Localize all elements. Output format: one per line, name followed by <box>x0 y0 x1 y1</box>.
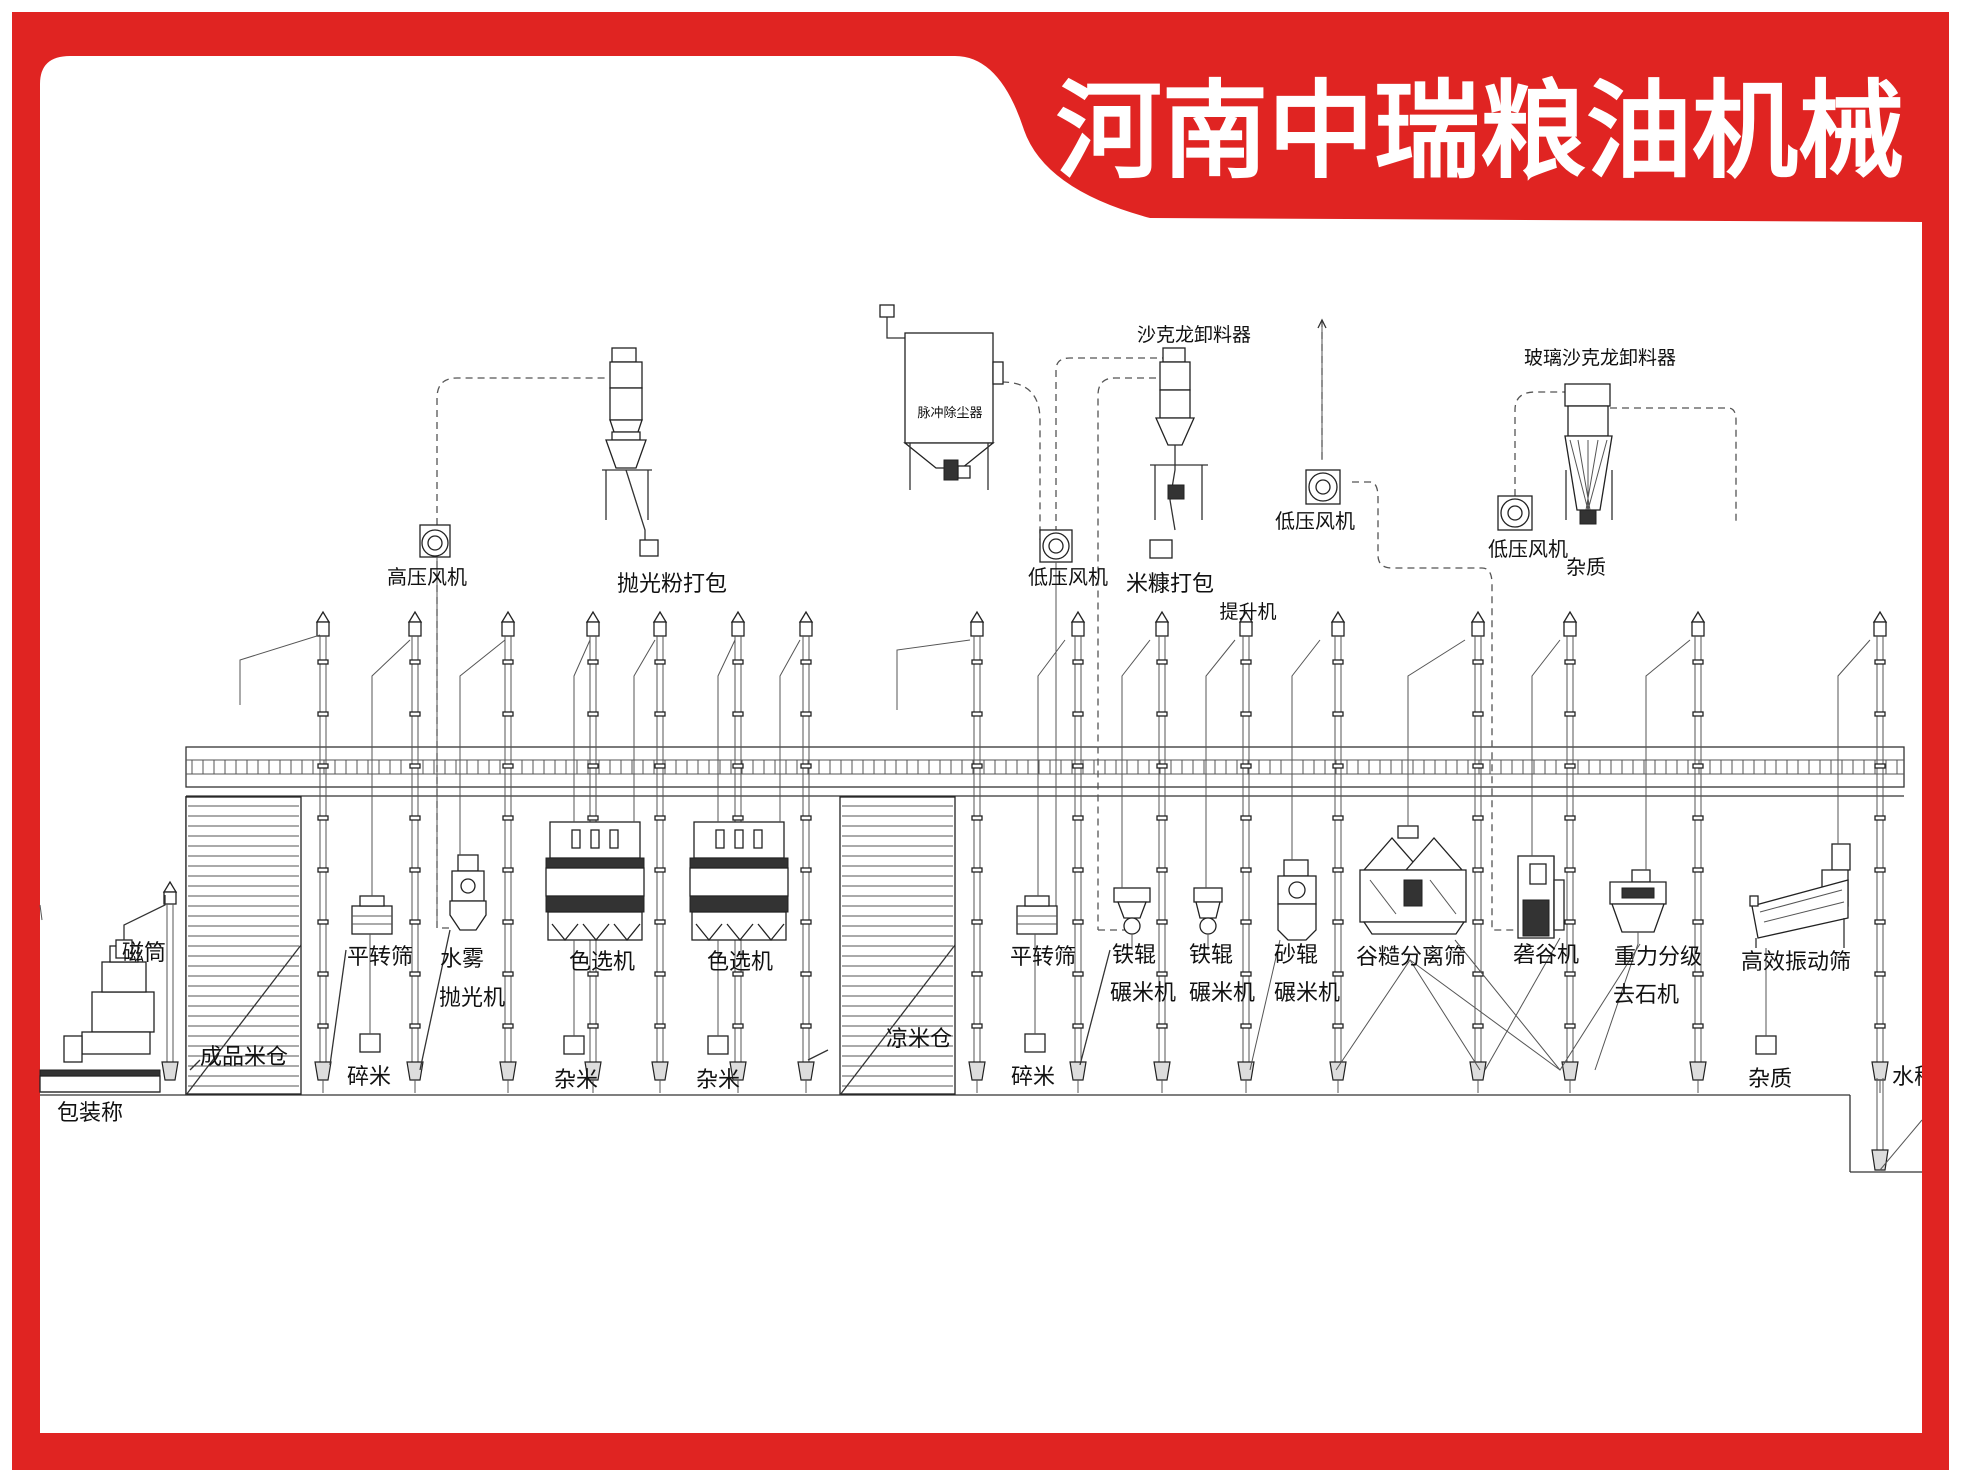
vibrating-screen-icon <box>1751 879 1849 939</box>
label-low-pressure-fan-3: 低压风机 <box>1488 537 1568 561</box>
glass-cyclone <box>1564 383 1613 525</box>
label-destoner: 去石机 <box>1613 983 1679 1008</box>
label-broken-rice-1: 碎米 <box>347 1065 391 1090</box>
label-whitener-3: 碾米机 <box>1274 981 1340 1006</box>
label-rotary-sifter-1: 平转筛 <box>347 945 413 970</box>
label-iron-roller-2: 铁辊 <box>1189 943 1233 968</box>
label-dust-collector: 脉冲除尘器 <box>917 406 982 421</box>
rotary-sifter-icon <box>351 905 393 935</box>
label-whitener-1: 碾米机 <box>1110 981 1176 1006</box>
silo-cooling-rice <box>839 796 956 1096</box>
label-high-pressure-fan: 高压风机 <box>387 565 467 589</box>
rotary-sifter-icon <box>1016 905 1058 935</box>
cyclone-rice-bran <box>1149 347 1208 559</box>
packing-scale-icon <box>91 991 155 1033</box>
rice-huller <box>1517 855 1565 939</box>
packing-scale <box>39 904 161 1093</box>
frame-border <box>12 12 1949 1470</box>
label-packing-scale: 包装称 <box>57 1101 123 1126</box>
gravity-destoner <box>1609 869 1667 944</box>
sand-roller-whitener <box>1277 859 1317 941</box>
bucket-elevator-icon <box>1871 610 1889 1093</box>
label-impurity-rice-1: 杂米 <box>554 1068 598 1093</box>
pulse-dust-collector-icon <box>904 332 994 444</box>
brand-title: 河南中瑞粮油机械 <box>1056 70 1904 193</box>
label-whitener-2: 碾米机 <box>1189 981 1255 1006</box>
low-pressure-fan-1 <box>1039 529 1073 930</box>
bucket-elevators <box>161 610 1889 1171</box>
low-pressure-fan-2 <box>1305 318 1341 505</box>
label-huller: 砻谷机 <box>1513 943 1579 968</box>
flow-lines <box>189 634 1923 1171</box>
label-rotary-sifter-2: 平转筛 <box>1010 945 1076 970</box>
rotary-sifter-1 <box>351 895 393 1053</box>
label-paddy-separator: 谷糙分离筛 <box>1356 945 1466 970</box>
bucket-elevator-icon <box>797 610 815 1093</box>
vibrating-screen <box>1749 843 1851 1055</box>
bucket-elevator-icon <box>651 610 669 1093</box>
water-mist-polisher <box>449 854 487 931</box>
bucket-elevator-icon <box>499 610 517 1093</box>
platform-structure <box>40 746 1922 1173</box>
upper-platform <box>185 746 1905 788</box>
label-impurity-1: 杂质 <box>1566 555 1606 579</box>
bucket-elevator-icon <box>1689 610 1707 1093</box>
label-bucket-elevator: 提升机 <box>1219 601 1276 623</box>
label-sand-roller: 砂辊 <box>1274 943 1318 968</box>
bucket-elevator-icon <box>968 610 986 1093</box>
rice-whitener-icon <box>1113 887 1151 903</box>
bucket-elevator-icon <box>161 880 179 1081</box>
bucket-elevator-icon <box>406 610 424 1093</box>
label-finished-rice-silo: 成品米仓 <box>200 1045 288 1070</box>
rice-whitener-icon <box>1193 887 1223 903</box>
iron-roller-whitener-1 <box>1113 887 1151 950</box>
red-frame <box>12 12 1949 1470</box>
label-gravity-grading: 重力分级 <box>1614 945 1702 970</box>
label-polishing-powder-packing: 抛光粉打包 <box>617 572 727 597</box>
label-cooling-rice-silo: 凉米仓 <box>886 1027 952 1052</box>
label-glass-shakelong-discharger: 玻璃沙克龙卸料器 <box>1524 347 1676 369</box>
high-pressure-fan <box>419 524 451 928</box>
bucket-elevator-icon <box>314 610 332 1093</box>
bucket-elevator-icon <box>1069 610 1087 1093</box>
cyclone-separator-icon <box>1567 405 1609 437</box>
cyclone-separator-icon <box>609 361 643 389</box>
label-broken-rice-2: 碎米 <box>1011 1065 1055 1090</box>
label-color-sorter-1: 色选机 <box>569 950 635 975</box>
cyclone-polishing-powder <box>602 347 659 557</box>
bucket-elevator-icon <box>1237 610 1255 1093</box>
low-pressure-fan-3 <box>1497 495 1533 531</box>
label-paddy-partial: 水稻 <box>1892 1065 1936 1090</box>
cyclone-separator-icon <box>1159 361 1191 391</box>
bucket-elevator-icon <box>1469 610 1487 1093</box>
label-water-mist: 水雾 <box>440 947 484 972</box>
label-polisher: 抛光机 <box>439 986 505 1011</box>
label-low-pressure-fan-1: 低压风机 <box>1028 565 1108 589</box>
paddy-separator <box>1359 825 1467 935</box>
iron-roller-whitener-2 <box>1193 887 1223 950</box>
label-shakelong-discharger: 沙克龙卸料器 <box>1137 324 1251 346</box>
label-magnetic-tube: 磁筒 <box>122 941 166 966</box>
label-vibrating-screen: 高效振动筛 <box>1741 950 1851 975</box>
pulse-dust-collector: 脉冲除尘器 <box>879 304 1004 490</box>
bucket-elevator-icon <box>1561 610 1579 1093</box>
color-sorter-2 <box>689 821 789 1055</box>
labels: 包装称 磁筒 成品米仓 平转筛 碎米 水雾 抛光机 高压风机 抛光粉打包 色选机… <box>57 324 1851 1126</box>
platform-railing <box>191 760 1898 774</box>
bucket-elevator-icon <box>1329 610 1347 1093</box>
label-rice-bran-packing: 米糠打包 <box>1126 572 1214 597</box>
rotary-sifter-2 <box>1016 895 1058 1053</box>
color-sorter-1 <box>545 821 645 1055</box>
silo-finished-rice <box>185 796 302 1096</box>
magnetic-tube <box>115 895 166 959</box>
label-impurity-rice-2: 杂米 <box>696 1068 740 1093</box>
label-impurity-2: 杂质 <box>1748 1067 1792 1092</box>
bucket-elevator-icon <box>1153 610 1171 1093</box>
label-color-sorter-2: 色选机 <box>707 950 773 975</box>
label-low-pressure-fan-2: 低压风机 <box>1275 509 1355 533</box>
label-iron-roller-1: 铁辊 <box>1112 943 1156 968</box>
